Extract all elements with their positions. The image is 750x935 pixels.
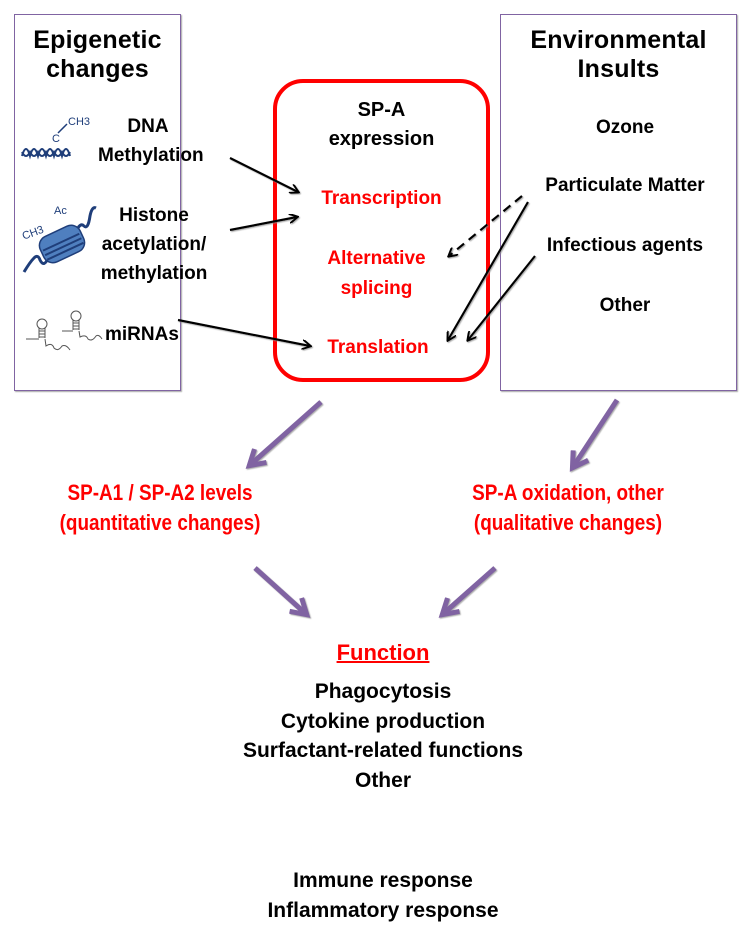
env-item-particulate-matter: Particulate Matter (545, 175, 705, 196)
histone-label: Histone acetylation/ methylation (88, 201, 220, 288)
response-item: Immune response (293, 869, 473, 892)
epigenetic-title-line2: changes (46, 55, 149, 83)
dna-methylation-label: DNA Methylation (98, 112, 204, 170)
quantitative-line1: SP-A1 / SP-A2 levels (67, 480, 253, 505)
mirnas-label: miRNAs (105, 324, 179, 345)
step-alternative-splicing: Alternative splicing (273, 244, 480, 304)
function-list: Phagocytosis Cytokine production Surfact… (183, 677, 583, 795)
env-item-ozone: Ozone (595, 117, 655, 138)
svg-text:CH3: CH3 (68, 116, 90, 128)
histone-line2: acetylation/ (101, 234, 207, 255)
qualitative-line2: (qualitative changes) (473, 510, 663, 535)
arrow-qualitative-to-function (443, 566, 497, 614)
function-item: Cytokine production (280, 709, 486, 733)
dna-methylation-line1: DNA (127, 116, 169, 137)
svg-text:C: C (52, 133, 60, 145)
quantitative-line2: (quantitative changes) (59, 510, 261, 535)
svg-text:Ac: Ac (54, 205, 67, 217)
alt-splicing-line2: splicing (340, 278, 413, 299)
environmental-insults-panel (500, 14, 737, 391)
function-item: Other (354, 768, 411, 792)
arrow-env-to-qualitative (573, 398, 620, 467)
qualitative-line1: SP-A oxidation, other (472, 480, 664, 505)
environmental-title-line1: Environmental (530, 26, 707, 54)
function-title: Function (336, 640, 430, 665)
epigenetic-changes-panel (14, 14, 181, 391)
histone-line3: methylation (100, 263, 208, 284)
dna-methylation-line2: Methylation (98, 145, 204, 166)
histone-icon: CH3 Ac (21, 205, 97, 273)
env-item-other: Other (599, 295, 651, 316)
environmental-title: Environmental Insults (500, 26, 737, 84)
qualitative-changes-label: SP-A oxidation, other (qualitative chang… (448, 478, 689, 538)
step-transcription: Transcription (321, 188, 442, 209)
environmental-title-line2: Insults (577, 55, 660, 83)
arrow-quantitative-to-function (253, 566, 306, 614)
arrow-spa-to-quantitative (250, 400, 323, 465)
histone-line1: Histone (119, 205, 189, 226)
epigenetic-title: Epigenetic changes (14, 26, 181, 84)
dna-methylation-icon: C CH3 (21, 116, 90, 160)
function-item: Phagocytosis (314, 680, 452, 703)
env-item-infectious-agents: Infectious agents (546, 235, 704, 256)
spa-title-line2: expression (328, 128, 435, 150)
step-translation: Translation (327, 337, 429, 358)
response-item: Inflammatory response (267, 898, 499, 922)
spa-title-line1: SP-A (357, 99, 406, 121)
alt-splicing-line1: Alternative (327, 248, 426, 269)
function-item: Surfactant-related functions (242, 739, 524, 762)
spa-expression-title: SP-A expression (273, 96, 490, 154)
mirna-hairpin-icon (26, 310, 103, 351)
quantitative-changes-label: SP-A1 / SP-A2 levels (quantitative chang… (40, 478, 281, 538)
epigenetic-title-line1: Epigenetic (33, 26, 162, 54)
response-list: Immune response Inflammatory response (183, 866, 583, 925)
